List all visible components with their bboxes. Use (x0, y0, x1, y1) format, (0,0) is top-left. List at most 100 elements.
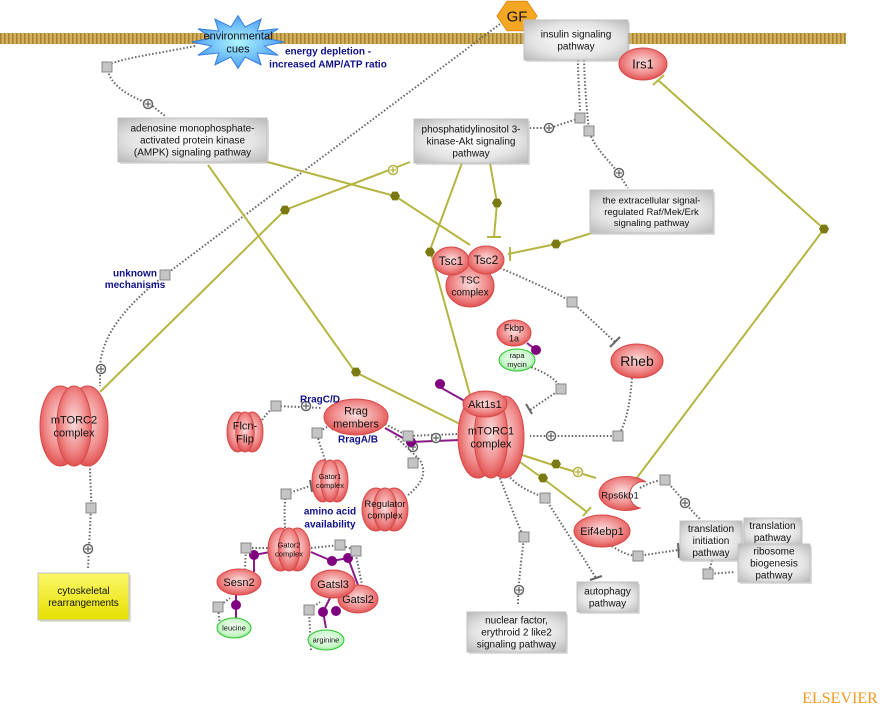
process-node (612, 430, 624, 442)
pi3k-label-line: kinase-Akt signaling (427, 137, 516, 148)
arginine-label-line: arginine (313, 636, 340, 645)
leucine-label-line: leucine (222, 624, 246, 633)
plus-icon-cross (616, 170, 622, 176)
process-node (280, 488, 292, 500)
process-node (583, 125, 595, 137)
node-eif4ebp1[interactable]: Eif4ebp1 (573, 514, 631, 548)
cyto-label-line: cytoskeletal (57, 586, 109, 597)
regulation-marker (390, 191, 400, 201)
tsc-label-line: complex (451, 287, 488, 298)
node-rheb[interactable]: Rheb (610, 343, 664, 379)
edge (283, 485, 311, 529)
process-node (334, 539, 346, 551)
nrf2-label-line: signaling pathway (477, 639, 557, 650)
annotation-line: amino acid (304, 506, 356, 517)
node-irs1[interactable]: Irs1 (618, 47, 668, 81)
node-rps6kb1[interactable]: Rps6kb1 (598, 475, 647, 511)
mtorc1-label-line: complex (471, 438, 512, 450)
node-flcn[interactable]: Flcn-Flip (226, 411, 264, 453)
node-erk[interactable]: the extracellular signal-regulated Raf/M… (589, 189, 715, 235)
node-arginine[interactable]: arginine (307, 629, 345, 651)
plus-icon-cross (98, 366, 104, 372)
plus-icon-cross (546, 125, 552, 131)
binding-dot (435, 379, 445, 389)
nrf2-label-line: erythroid 2 like2 (481, 628, 552, 639)
transpath-label-line: translation (749, 521, 795, 532)
annotation-line: increased AMP/ATP ratio (269, 59, 387, 70)
ampk-label-line: (AMPK) signaling pathway (134, 147, 251, 158)
gf-label: GF (507, 8, 528, 25)
irs1-label: Irs1 (632, 57, 654, 72)
node-pi3k[interactable]: phosphatidylinositol 3-kinase-Akt signal… (413, 118, 530, 165)
env-label-line: cues (226, 43, 250, 55)
process-node (212, 601, 224, 613)
process-node (402, 430, 414, 442)
gator2-label-line: Gator2 (278, 541, 301, 550)
tsc-label-line: TSC (460, 276, 480, 287)
inhibition-bar (582, 506, 592, 517)
ribo-label-line: pathway (755, 570, 792, 581)
node-tsc1[interactable]: Tsc1 (432, 246, 470, 276)
transpath-label-line: pathway (754, 533, 791, 544)
process-node (85, 502, 97, 514)
node-akt1s1[interactable]: Akt1s1 (462, 390, 508, 418)
gator2-label-line: complex (275, 550, 303, 559)
plus-icon-cross (85, 546, 91, 552)
ribo-label-line: ribosome (753, 547, 795, 558)
erk-label-line: signaling pathway (614, 218, 690, 229)
binding-dot (531, 345, 541, 355)
transinit-label-line: pathway (692, 548, 729, 559)
process-node (159, 269, 171, 281)
flcn-label: Flcn-Flip (233, 420, 258, 445)
sesn2-label: Sesn2 (223, 577, 254, 589)
node-leucine[interactable]: leucine (216, 617, 252, 639)
regulator-label-line: complex (367, 510, 403, 521)
autophagy-label-line: pathway (589, 598, 626, 609)
annotation-line: unknown (113, 269, 157, 280)
tsc1-label: Tsc1 (439, 254, 464, 268)
gatsl3-label-line: Gatsl3 (317, 579, 349, 591)
node-sesn2[interactable]: Sesn2 (216, 568, 262, 596)
pi3k-label: phosphatidylinositol 3-kinase-Akt signal… (422, 125, 521, 160)
annotations: energy depletion -increased AMP/ATP rati… (105, 46, 878, 707)
node-gatsl3[interactable]: Gatsl3 (310, 569, 356, 599)
gatsl2-label-line: Gatsl2 (342, 594, 374, 606)
rapa-label-line: mycin (507, 360, 527, 369)
annotation-ragab: RragA/B (338, 434, 378, 445)
erk-label-line: the extracellular signal- (603, 196, 701, 207)
eif4ebp1-label-line: Eif4ebp1 (580, 526, 623, 538)
edge (639, 478, 701, 520)
inhibition-bar (652, 74, 665, 86)
ribo-label-line: biogenesis (750, 559, 798, 570)
edge (530, 377, 633, 437)
node-ampk[interactable]: adenosine monophosphate-activated protei… (117, 117, 269, 164)
node-tsc2[interactable]: Tsc2 (467, 245, 505, 275)
transinit-label-line: translation (688, 524, 734, 535)
regulation-marker (819, 224, 829, 234)
